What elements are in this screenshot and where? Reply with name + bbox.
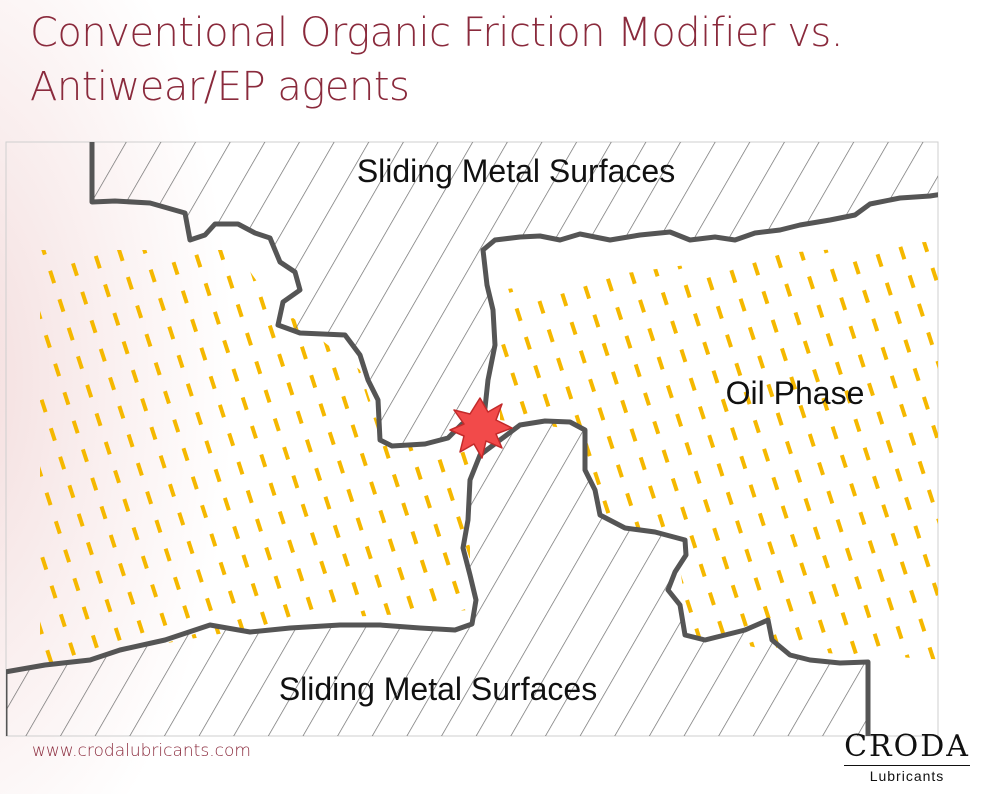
slide-title: Conventional Organic Friction Modifier v… <box>30 10 843 110</box>
friction-modifier-left <box>40 250 470 665</box>
friction-modifier-right <box>500 240 938 660</box>
logo-rule <box>844 765 970 766</box>
bottom-metal-surface <box>6 418 871 736</box>
bottom-surface-label: Sliding Metal Surfaces <box>279 671 597 707</box>
logo-name: CRODA <box>844 729 970 764</box>
logo-tagline: Lubricants <box>869 768 945 784</box>
top-surface-label: Sliding Metal Surfaces <box>357 153 675 189</box>
top-metal-surface <box>89 142 938 449</box>
footer-url: www.crodalubricants.com <box>32 741 251 761</box>
oil-phase-label: Oil Phase <box>726 375 865 411</box>
contact-burst-icon <box>449 397 513 459</box>
croda-logo: CRODA Lubricants <box>834 730 980 784</box>
